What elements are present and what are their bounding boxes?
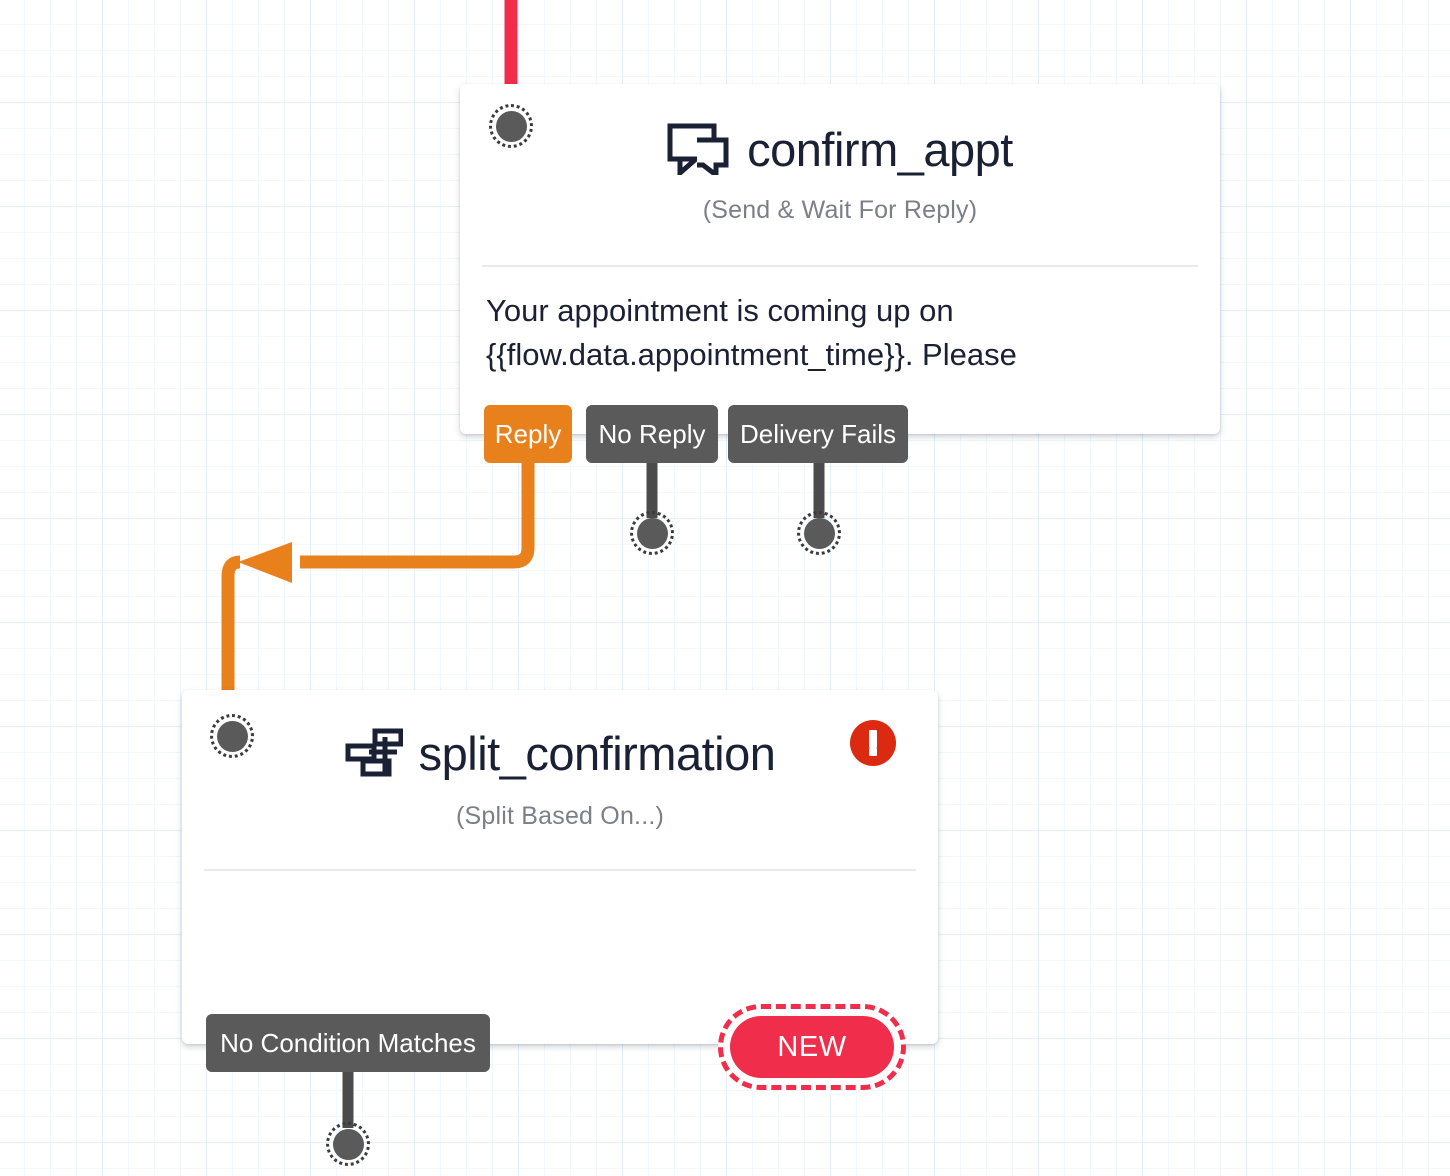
node-confirm-appt[interactable]: confirm_appt (Send & Wait For Reply) You… [460, 84, 1220, 434]
wire-arrowhead-icon [238, 542, 292, 583]
node-header: confirm_appt [460, 84, 1220, 204]
output-port-delivery-fails[interactable] [797, 511, 841, 555]
node-subtitle: (Split Based On...) [455, 802, 665, 830]
node-body-text: Your appointment is coming up on {{flow.… [486, 293, 1017, 372]
new-button-highlight: NEW [718, 1004, 906, 1090]
node-divider [204, 869, 916, 871]
exclamation-stem [869, 730, 877, 748]
output-pill-reply[interactable]: Reply [484, 405, 572, 463]
wire-reply-to-split-down [221, 555, 241, 694]
node-title: confirm_appt [747, 122, 1013, 176]
node-header: split_confirmation [182, 690, 938, 808]
node-subtitle: (Send & Wait For Reply) [702, 196, 978, 224]
output-pill-label: Delivery Fails [739, 418, 897, 449]
output-port-no-condition-matches[interactable] [326, 1122, 370, 1166]
wire-reply-to-split [300, 462, 535, 569]
node-input-port[interactable] [489, 104, 533, 148]
node-body-text [208, 893, 912, 953]
output-pill-label: Reply [494, 418, 562, 449]
node-input-port[interactable] [210, 714, 254, 758]
node-divider [482, 265, 1198, 267]
output-pill-no-condition-matches[interactable]: No Condition Matches [206, 1014, 490, 1072]
node-title: split_confirmation [418, 726, 776, 780]
error-exclamation-icon[interactable] [850, 720, 896, 766]
output-port-no-reply[interactable] [630, 511, 674, 555]
output-pill-label: No Condition Matches [220, 1027, 476, 1058]
node-split-confirmation[interactable]: split_confirmation (Split Based On...) [182, 690, 938, 1044]
new-button[interactable]: NEW [730, 1016, 894, 1078]
output-pill-delivery-fails[interactable]: Delivery Fails [728, 405, 908, 463]
chat-bubbles-icon [667, 123, 729, 175]
exclamation-dot [869, 748, 877, 756]
split-branch-icon [345, 727, 403, 779]
output-pill-label: No Reply [598, 418, 706, 449]
output-pill-no-reply[interactable]: No Reply [586, 405, 718, 463]
